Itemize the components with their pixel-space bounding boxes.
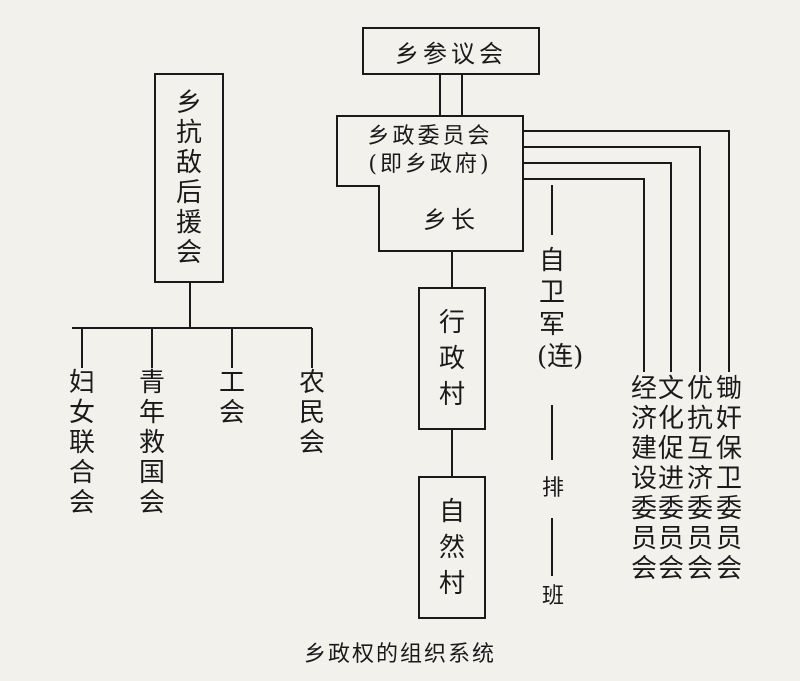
- militia-label: 自卫军(连): [537, 246, 584, 372]
- council-label: 乡参议会: [395, 39, 507, 68]
- child-youth-association: 青年救国会: [138, 368, 165, 518]
- child-women-union: 妇女联合会: [68, 368, 95, 518]
- root-committee-label: 乡抗敌后援会: [175, 88, 202, 268]
- admin-village-label: 行政村: [438, 307, 465, 410]
- root-committee-box: 乡抗敌后援会: [154, 73, 224, 283]
- child-peasant-association: 农民会: [298, 368, 325, 458]
- admin-village-box: 行政村: [418, 287, 486, 430]
- chief-box: 乡长: [378, 185, 524, 252]
- natural-village-box: 自然村: [418, 476, 486, 619]
- government-label: 乡政委员会: [367, 124, 493, 149]
- committee-relief: 优抗互济委员会: [686, 374, 713, 584]
- chief-label: 乡长: [423, 206, 479, 234]
- committee-security: 锄奸保卫委员会: [715, 374, 742, 584]
- government-box: 乡政委员会 (即乡政府): [336, 115, 524, 187]
- diagram-caption: 乡政权的组织系统: [303, 642, 496, 667]
- natural-village-label: 自然村: [438, 496, 465, 599]
- platoon-label: 排: [541, 476, 564, 501]
- committee-culture: 文化促进委员会: [657, 374, 684, 584]
- government-sublabel: (即乡政府): [368, 152, 492, 177]
- committee-economic: 经济建设委员会: [630, 374, 657, 584]
- child-labor-union: 工会: [218, 368, 245, 428]
- council-box: 乡参议会: [362, 27, 540, 75]
- squad-label: 班: [541, 584, 564, 609]
